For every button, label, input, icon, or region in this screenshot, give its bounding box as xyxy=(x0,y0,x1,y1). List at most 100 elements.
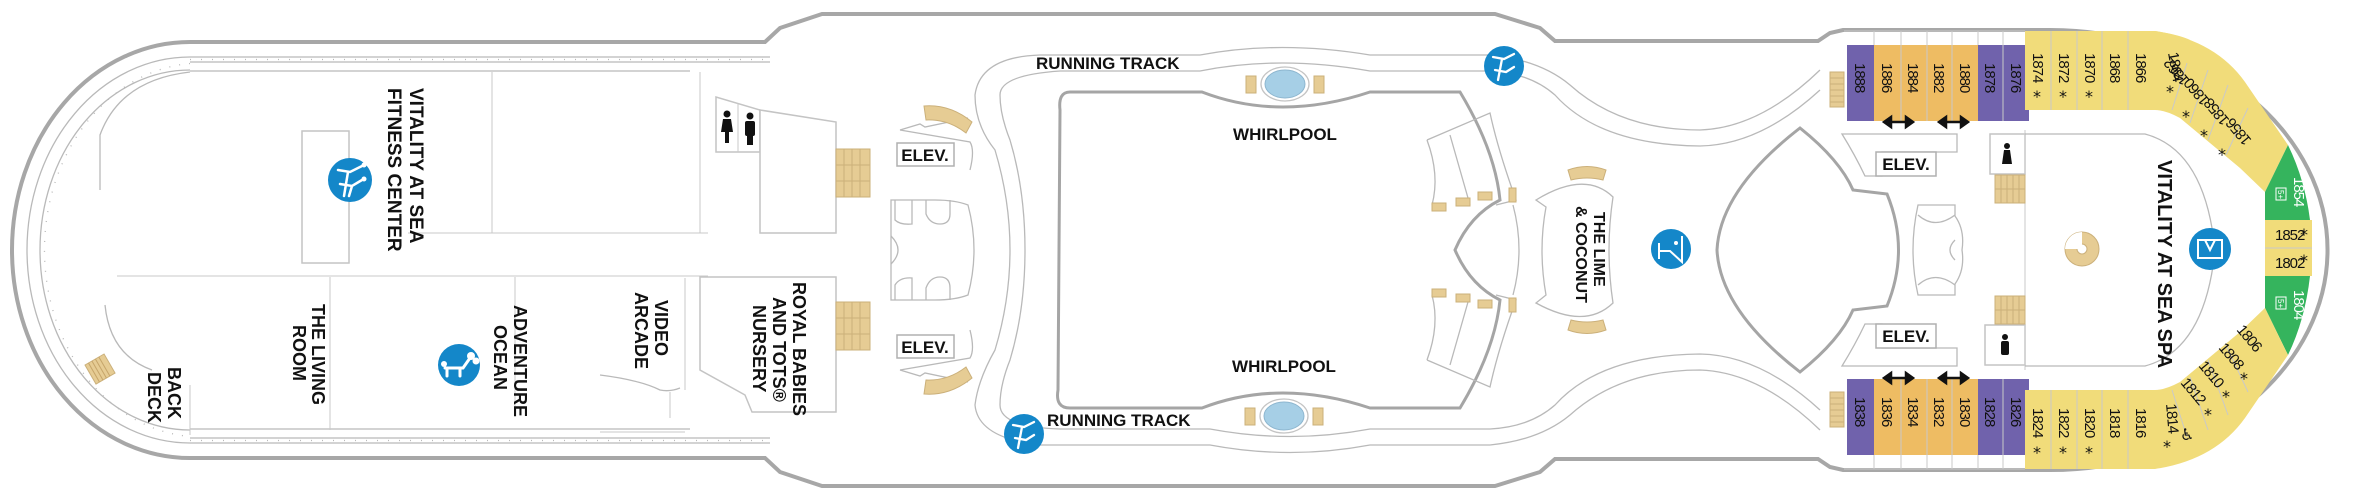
runner-icon xyxy=(1484,46,1524,86)
cabin-1832[interactable]: 1832 xyxy=(1930,397,1947,427)
cabin-1878[interactable]: 1878 xyxy=(1981,63,1998,93)
cabin-1876[interactable]: 1876 xyxy=(2007,63,2024,93)
cabin-labels-bottom: 1838 1836 1834 1832 1830 1828 1826 1824 … xyxy=(1851,397,2194,462)
runner-icon xyxy=(1004,414,1044,454)
cabin-1826[interactable]: 1826 xyxy=(2007,397,2024,427)
cabin-1802[interactable]: 1802 xyxy=(2275,255,2306,272)
pool-deck xyxy=(1056,90,1520,410)
nursery-label: NURSERY xyxy=(749,305,769,392)
star-marker: * xyxy=(2085,443,2093,462)
cabin-1880[interactable]: 1880 xyxy=(1956,63,1973,93)
cabin-curve-top xyxy=(2155,31,2310,220)
star-marker: * xyxy=(2300,225,2308,244)
fitness-center-label: FITNESS CENTER xyxy=(383,88,404,252)
nursery-label: AND TOTS® xyxy=(769,297,789,402)
lime-coconut-bar[interactable]: THE LIME & COCONUT xyxy=(1534,166,1691,334)
cabin-1828[interactable]: 1828 xyxy=(1981,397,1998,427)
connecting-arrow-icon xyxy=(1881,114,1916,130)
cabin-1814[interactable]: 1814 xyxy=(2162,403,2182,434)
whirlpool-bottom[interactable]: WHIRLPOOL xyxy=(1232,357,1336,434)
aft-stairwells xyxy=(835,148,871,351)
star-marker: * xyxy=(2085,87,2093,106)
elevator-forward-bottom[interactable]: ELEV. xyxy=(1875,323,1937,349)
star-marker: * xyxy=(2033,443,2041,462)
star-marker: * xyxy=(2166,82,2174,101)
cabin-1804[interactable]: 1804 xyxy=(2290,290,2307,320)
lime-coconut-label: & COCONUT xyxy=(1572,206,1589,303)
elevator-label: ELEV. xyxy=(901,146,949,165)
venue-fitness-center[interactable]: VITALITY AT SEA FITNESS CENTER xyxy=(328,88,426,252)
star-marker: * xyxy=(2059,443,2067,462)
living-room-label: ROOM xyxy=(289,325,309,381)
cabin-1816[interactable]: 1816 xyxy=(2132,408,2149,438)
star-marker: * xyxy=(2059,87,2067,106)
whirlpool-label: WHIRLPOOL xyxy=(1232,357,1336,376)
star-marker: * xyxy=(2218,145,2226,164)
child-balloons-icon xyxy=(438,344,480,386)
connecting-arrow-icon xyxy=(1936,370,1971,386)
cabin-1834[interactable]: 1834 xyxy=(1904,397,1921,427)
connecting-door-arrows xyxy=(1881,114,1971,386)
venue-royal-babies-nursery[interactable]: ROYAL BABIES AND TOTS® NURSERY xyxy=(749,282,809,416)
star-marker: * xyxy=(2204,405,2212,424)
cabin-1824[interactable]: 1824 xyxy=(2029,408,2046,438)
elevator-label: ELEV. xyxy=(1882,155,1930,174)
elevator-forward-top[interactable]: ELEV. xyxy=(1875,151,1937,177)
forward-atrium xyxy=(1715,126,1900,374)
elevator-aft-bottom[interactable]: ELEV. xyxy=(896,334,955,359)
cabin-1864[interactable]: 1864 xyxy=(2164,51,2186,84)
cabin-1838[interactable]: 1838 xyxy=(1851,397,1868,427)
connecting-arrow-icon xyxy=(1881,370,1916,386)
venue-living-room[interactable]: THE LIVING ROOM xyxy=(289,304,328,405)
cabin-1882[interactable]: 1882 xyxy=(1930,63,1947,93)
running-track-label-bottom: RUNNING TRACK xyxy=(1047,411,1191,430)
venue-video-arcade[interactable]: VIDEO ARCADE xyxy=(631,292,671,369)
star-marker: * xyxy=(2182,107,2190,126)
star-marker: * xyxy=(2200,126,2208,145)
cabin-1830[interactable]: 1830 xyxy=(1956,397,1973,427)
aft-stair xyxy=(84,353,116,385)
cabin-1854[interactable]: 1854 xyxy=(2290,177,2307,207)
whirlpool-top[interactable]: WHIRLPOOL xyxy=(1233,66,1337,144)
cabin-1866[interactable]: 1866 xyxy=(2132,53,2149,83)
sun-loungers xyxy=(1431,187,1517,313)
cabin-1868[interactable]: 1868 xyxy=(2106,53,2123,83)
cabin-1874[interactable]: 1874 xyxy=(2029,53,2046,83)
woman-icon xyxy=(2002,143,2012,164)
star-marker: * xyxy=(2033,87,2041,106)
cabin-1818[interactable]: 1818 xyxy=(2106,408,2123,438)
cabin-1836[interactable]: 1836 xyxy=(1878,397,1895,427)
svg-text:5+: 5+ xyxy=(2276,299,2285,308)
cabin-1872[interactable]: 1872 xyxy=(2055,53,2072,83)
video-arcade-label: ARCADE xyxy=(631,292,651,369)
cabin-1888[interactable]: 1888 xyxy=(1851,63,1868,93)
nursery-label: ROYAL BABIES xyxy=(789,282,809,416)
running-track-label-top: RUNNING TRACK xyxy=(1036,54,1180,73)
cabin-row-bottom xyxy=(1844,379,2155,470)
cabin-1870[interactable]: 1870 xyxy=(2081,53,2098,83)
spiral-stair xyxy=(2064,231,2100,267)
cabin-1886[interactable]: 1886 xyxy=(1878,63,1895,93)
back-deck-label: DECK xyxy=(144,372,164,423)
cabin-1822[interactable]: 1822 xyxy=(2055,408,2072,438)
star-marker: * xyxy=(2222,387,2230,406)
lime-coconut-label: THE LIME xyxy=(1590,212,1607,287)
elevator-label: ELEV. xyxy=(1882,327,1930,346)
restroom-forward xyxy=(2001,143,2012,355)
venue-adventure-ocean[interactable]: ADVENTURE OCEAN xyxy=(438,305,530,417)
star-marker: * xyxy=(2240,369,2248,388)
elevator-aft-top[interactable]: ELEV. xyxy=(896,142,955,167)
spa-area: VITALITY AT SEA SPA xyxy=(2025,133,2231,368)
cabin-1852[interactable]: 1852 xyxy=(2275,227,2306,244)
living-room-label: THE LIVING xyxy=(308,304,328,405)
woman-icon xyxy=(721,110,733,143)
cabin-1884[interactable]: 1884 xyxy=(1904,63,1921,93)
cabin-bow xyxy=(2265,220,2312,355)
cabin-1820[interactable]: 1820 xyxy=(2081,408,2098,438)
venue-back-deck[interactable]: BACK DECK xyxy=(144,367,184,423)
spa-label: VITALITY AT SEA SPA xyxy=(2153,160,2175,368)
man-icon xyxy=(745,112,755,145)
fitness-center-label: VITALITY AT SEA xyxy=(405,88,426,244)
cabin-curve-bottom xyxy=(2155,308,2288,469)
